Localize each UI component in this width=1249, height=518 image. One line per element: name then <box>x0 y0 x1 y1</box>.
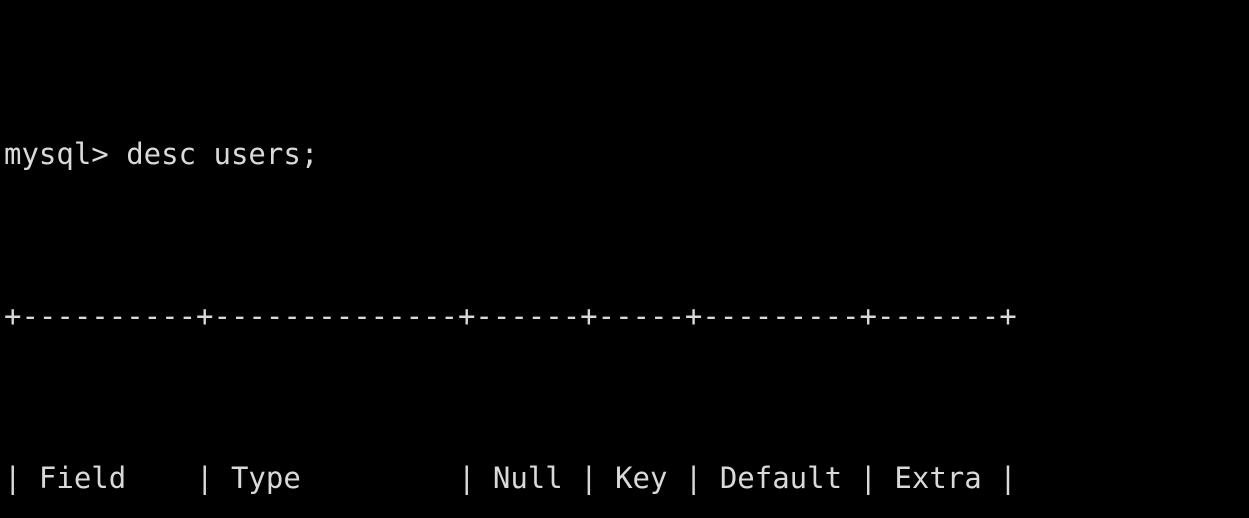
command-text: desc users; <box>126 136 319 171</box>
table-border-top: +----------+--------------+------+-----+… <box>4 298 1017 333</box>
terminal-screen: mysql> desc users; +----------+---------… <box>4 12 1017 518</box>
prompt-label: mysql> <box>4 136 127 171</box>
table-header-row: | Field | Type | Null | Key | Default | … <box>4 460 1017 495</box>
command-line: mysql> desc users; <box>4 134 1017 175</box>
